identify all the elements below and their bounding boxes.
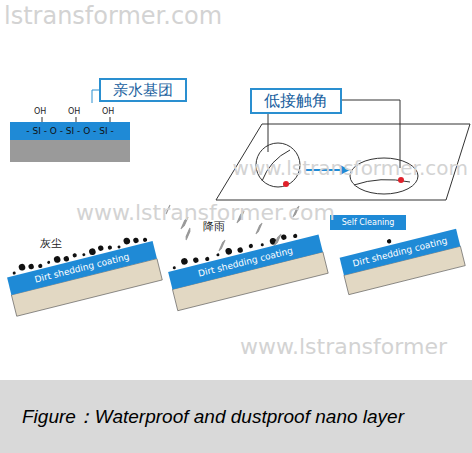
dust-particle — [248, 243, 253, 248]
rain-streak — [186, 230, 190, 239]
node-text: 亲水基团 — [113, 81, 173, 100]
dust-particle — [225, 247, 233, 255]
contact-angle-box: 低接触角 — [250, 88, 342, 114]
dust-particle — [281, 234, 288, 241]
panel-clean — [338, 223, 465, 295]
rain-streak — [257, 224, 261, 233]
dust-particle — [123, 237, 131, 245]
hydroxyl-label: OH — [68, 107, 80, 116]
hydroxyl-label: OH — [34, 107, 46, 116]
hydroxyl-label: OH — [102, 107, 114, 116]
dust-particle — [216, 253, 220, 257]
dust-particle — [193, 257, 200, 264]
panel-label: 灰尘 — [40, 236, 62, 251]
watermark: www.lstransformer.com — [76, 200, 335, 225]
node-text: - SI - O - SI - O - SI - — [26, 126, 113, 136]
rain-streak — [219, 242, 223, 251]
watermark: www.lstransformer — [240, 334, 447, 359]
dust-particle — [28, 263, 35, 270]
surface-plane — [216, 124, 470, 200]
silica-band: - SI - O - SI - O - SI - — [10, 122, 130, 140]
panel-rain — [166, 225, 328, 311]
substrate — [10, 140, 130, 162]
self-cleaning-box: Self Cleaning — [330, 215, 406, 230]
rain-streak — [220, 241, 224, 250]
dust-particle — [47, 261, 51, 265]
node-text: 低接触角 — [264, 91, 328, 112]
dust-particle — [18, 263, 26, 271]
watermark: lstransformer.com — [4, 2, 222, 30]
dust-particle — [260, 243, 264, 247]
dust-particle — [82, 253, 86, 257]
dust-particle — [107, 245, 112, 250]
rain-streak — [256, 225, 260, 234]
dust-particle — [133, 237, 140, 244]
dust-particle — [386, 239, 391, 244]
group-label-box: 亲水基团 — [99, 78, 187, 102]
dust-particle — [53, 255, 61, 263]
dust-particle — [72, 253, 77, 258]
leader-line — [268, 114, 269, 152]
node-text: Self Cleaning — [342, 218, 395, 227]
caption-bar — [0, 380, 472, 453]
rain-streak — [186, 231, 190, 240]
figure-caption: Figure：Waterproof and dustproof nano lay… — [22, 404, 404, 430]
panel-dust — [5, 232, 163, 316]
dust-particle — [180, 257, 188, 265]
contact-point — [283, 181, 289, 187]
dust-particle — [97, 245, 104, 252]
watermark: www.lstransformer.com — [233, 156, 468, 180]
dust-particle — [293, 233, 298, 238]
